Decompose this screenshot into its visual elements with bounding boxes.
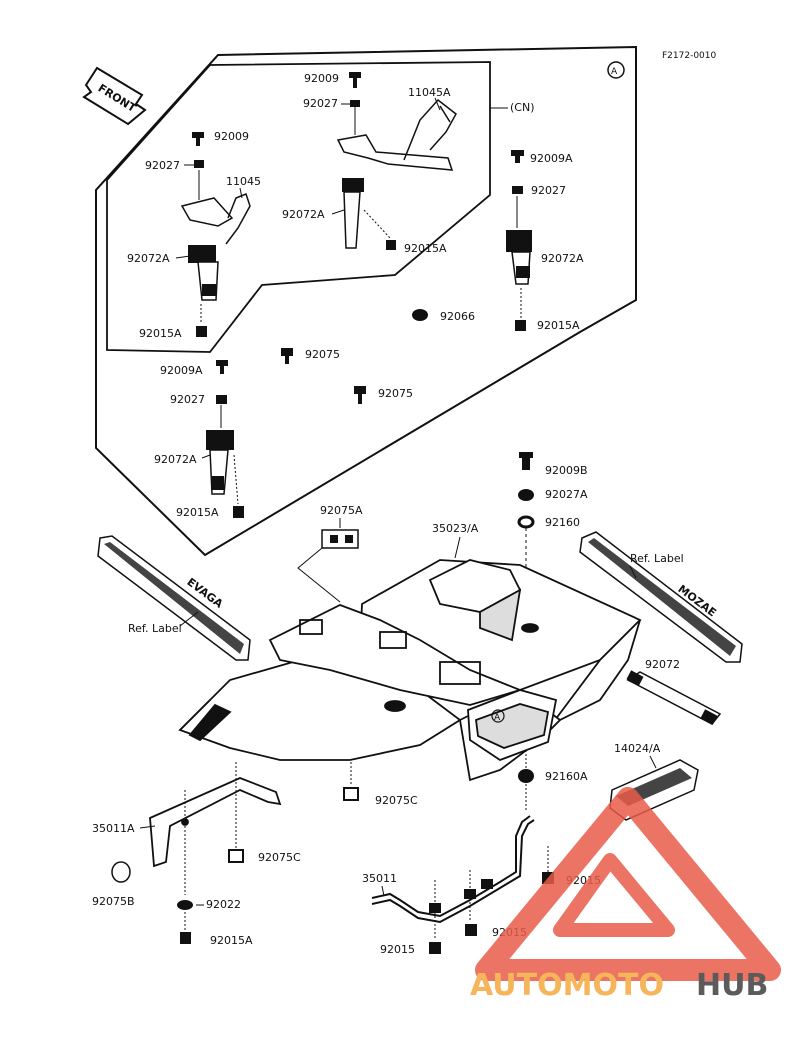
callout-92009A-low: 92009A: [160, 364, 203, 377]
callout-92009B: 92009B: [545, 464, 588, 477]
callout-92027A: 92027A: [545, 488, 588, 501]
callout-92027-top: 92027: [303, 97, 338, 110]
bolt-92009A-right: [511, 150, 524, 163]
nut-92015A-right: [515, 320, 526, 331]
decal-right: MOZAE: [579, 531, 743, 663]
boundary-outline: [95, 45, 637, 557]
nut-92015-bottom: [429, 942, 441, 954]
bolt-92009-left: [192, 132, 204, 146]
callout-92072: 92072: [645, 658, 680, 671]
holder-92072A-right: [506, 230, 532, 285]
callout-ref-label-right: Ref. Label: [630, 552, 684, 565]
callout-92075A: 92075A: [320, 504, 363, 517]
callout-92009-top: 92009: [304, 72, 339, 85]
callout-92015A-mid: 92015A: [404, 242, 447, 255]
holder-92072A-left: [188, 245, 219, 301]
callout-92015A-low: 92015A: [176, 506, 219, 519]
clip-92075C-bracket: [228, 849, 244, 863]
nut-92015A-left: [196, 326, 207, 337]
cap-92075B: [111, 861, 131, 883]
callout-92027-left: 92027: [145, 159, 180, 172]
callout-92072A-mid: 92072A: [282, 208, 325, 221]
watermark-text-2: HUB: [696, 968, 768, 1003]
rear-fender-35023A: [178, 559, 642, 782]
callout-92027-low: 92027: [170, 393, 205, 406]
bracket-35011: [371, 815, 535, 924]
callout-92072A-right: 92072A: [541, 252, 584, 265]
cn-label: (CN): [510, 101, 535, 114]
washer-92027-low: [216, 395, 227, 404]
circle-a-on-fender: A: [491, 709, 505, 723]
callout-35011A: 35011A: [92, 822, 135, 835]
washer-92027-right: [512, 186, 523, 194]
grommet-92160A: [518, 769, 534, 783]
circle-a-marker: A: [607, 61, 625, 79]
callout-92160: 92160: [545, 516, 580, 529]
callout-35011: 35011: [362, 872, 397, 885]
callout-11045A: 11045A: [408, 86, 451, 99]
diagram-code: F2172-0010: [662, 51, 717, 61]
callout-92075-b: 92075: [378, 387, 413, 400]
nut-92015A-low: [233, 506, 244, 518]
svg-text:A: A: [494, 713, 501, 723]
washer-92027-left: [194, 160, 204, 168]
strap-92072: [626, 670, 722, 725]
decal-left: EVAGA: [97, 535, 251, 661]
callout-11045: 11045: [226, 175, 261, 188]
grommet-92160: [517, 515, 535, 529]
callout-92075B: 92075B: [92, 895, 135, 908]
nut-92015A-mid: [386, 240, 396, 250]
callout-92075C-bracket: 92075C: [258, 851, 301, 864]
nut-92015A-bottom: [180, 932, 191, 944]
callout-92066: 92066: [440, 310, 475, 323]
watermark-text-1: AUTOMOTO: [470, 968, 664, 1003]
callout-92072A-low: 92072A: [154, 453, 197, 466]
callout-35023A: 35023/A: [432, 522, 479, 535]
callout-92015A-bottom: 92015A: [210, 934, 253, 947]
clip-92075-a: [281, 348, 293, 364]
plug-92066: [412, 309, 428, 321]
bolt-92009A-low: [216, 360, 228, 374]
holder-92072A-low: [206, 430, 234, 495]
washer-92027-top: [350, 100, 360, 107]
bracket-11045A: [336, 98, 457, 171]
nut-92015-mid: [465, 924, 477, 936]
bolt-92009-top: [349, 72, 361, 88]
bracket-11045: [180, 193, 251, 245]
callout-92027-right: 92027: [531, 184, 566, 197]
clip-92075A: [321, 529, 359, 549]
bolt-92009B: [519, 452, 533, 470]
callout-92075-a: 92075: [305, 348, 340, 361]
callout-92009A-right: 92009A: [530, 152, 573, 165]
callout-92015-bottom: 92015: [380, 943, 415, 956]
callout-92009-left: 92009: [214, 130, 249, 143]
washer-92022: [177, 900, 193, 910]
clip-92075C-center: [343, 787, 359, 801]
callout-14024A: 14024/A: [614, 742, 661, 755]
callout-92015A-right: 92015A: [537, 319, 580, 332]
callout-92015A-left: 92015A: [139, 327, 182, 340]
callout-92072A-left: 92072A: [127, 252, 170, 265]
front-arrow-icon: FRONT: [82, 66, 147, 126]
washer-92027A: [518, 489, 534, 501]
callout-92075C-center: 92075C: [375, 794, 418, 807]
callout-92022: 92022: [206, 898, 241, 911]
watermark-logo-icon: [475, 787, 781, 981]
callout-92160A: 92160A: [545, 770, 588, 783]
clip-92075-b: [354, 386, 366, 404]
holder-92072A-mid: [342, 178, 364, 249]
callout-ref-label-left: Ref. Label: [128, 622, 182, 635]
svg-text:A: A: [611, 67, 618, 77]
